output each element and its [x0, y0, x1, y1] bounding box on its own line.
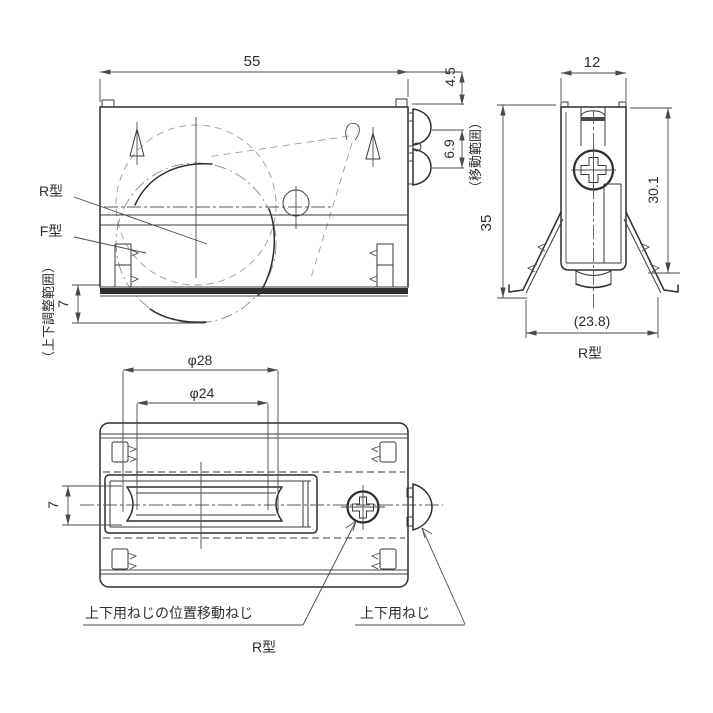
leg-right-inner	[623, 218, 662, 294]
dim-inner-height-text: 30.1	[645, 176, 661, 203]
wheel-housing	[104, 474, 318, 534]
leg-right	[625, 211, 679, 293]
clip-top-left	[111, 441, 129, 463]
clip-top-right	[379, 441, 397, 463]
f-type-label: F型	[40, 223, 63, 239]
phillips-cross-front	[580, 157, 607, 183]
wheel-arc-solid-upper	[134, 163, 213, 206]
spring-hook	[345, 122, 360, 141]
clip-bottom-left	[111, 548, 129, 570]
front-inner-panel	[603, 183, 622, 263]
screw-pivot-circle	[412, 142, 422, 152]
clip-top-right-barbs	[370, 445, 381, 463]
f-type-leader	[73, 236, 147, 254]
wheel-end-left	[126, 486, 134, 522]
phillips-crosshair-top	[341, 485, 385, 530]
front-wheel-sides	[575, 270, 612, 284]
screw-shaft-ticks	[408, 112, 413, 185]
front-wheel-top-arc	[575, 270, 612, 276]
screw-slot-band	[581, 117, 605, 121]
screw-slot-sides	[580, 107, 606, 146]
wheel-tread-outer	[126, 486, 283, 522]
clip-right-barbs	[368, 249, 378, 283]
front-body-outline	[560, 106, 627, 271]
clip-bottom-right	[379, 548, 397, 570]
side-view: 55 4.5 6.9 7 R型 F型 （上下調整範囲）	[39, 53, 465, 364]
wheel-tread-inner	[136, 492, 276, 516]
screw-head-lower	[412, 148, 432, 186]
dim-body-width-text: 12	[584, 54, 601, 71]
top-view-caption: R型	[252, 639, 276, 655]
move-range-note: （移動範囲）	[468, 116, 483, 194]
spring-wire-b	[310, 142, 353, 279]
clip-bottom-left-barbs	[127, 552, 138, 570]
phi24-extensions	[136, 404, 269, 510]
wheel-housing-inner	[109, 480, 311, 528]
top-right-tab	[395, 98, 408, 107]
wheel-arc-solid-bottom	[149, 308, 207, 323]
leg-left-inner	[525, 218, 564, 294]
dim-screw-offset-text: 4.5	[442, 67, 458, 87]
clip-bottom-right-barbs	[370, 552, 381, 570]
front-corner-tabs	[560, 101, 627, 107]
dim35-extensions	[497, 104, 556, 299]
clip-top-left-barbs	[127, 445, 138, 463]
dim-inner-diameter-text: φ24	[190, 385, 215, 401]
updown-screw-leader	[421, 527, 466, 625]
updown-screw-arrowhead	[421, 527, 433, 539]
dim-overall-height-text: 35	[478, 215, 495, 232]
dim-outer-diameter-text: φ28	[188, 352, 213, 368]
dim-overall-width-text: 55	[244, 53, 261, 70]
screw-slot-arc	[580, 110, 606, 117]
dim-foot-span-text: (23.8)	[574, 313, 611, 329]
dim69-extensions	[432, 129, 464, 169]
r-type-label: R型	[39, 183, 63, 199]
screw-head-upper	[412, 108, 432, 146]
phillips-cross-top	[352, 496, 374, 519]
clip-left-barbs	[130, 249, 140, 283]
leg-left-teeth	[527, 242, 548, 273]
front-view: 12 35 30.1 (23.8) （移動範囲） R型	[468, 54, 680, 361]
dim-wheel-width-text: 7	[45, 501, 61, 509]
position-screw-label: 上下用ねじの位置移動ねじ	[85, 605, 253, 621]
front-wheel-bottom-arc	[575, 283, 612, 289]
dim301-extensions	[630, 107, 680, 274]
dome-screw-head	[412, 483, 433, 531]
dim-screw-pitch-text: 6.9	[441, 139, 457, 159]
r-type-leader	[73, 196, 208, 245]
wheel-end-right	[275, 486, 283, 522]
phi28-extensions	[122, 371, 279, 512]
dim7top-extensions	[62, 485, 122, 526]
dim-adjust-travel-text: 7	[55, 300, 71, 308]
leg-left	[508, 211, 562, 293]
top-left-tab	[101, 99, 115, 107]
top-view: φ28 φ24 7 上下用ねじの位置移動ねじ 上下用ねじ R型	[45, 352, 466, 655]
position-screw-arrowhead	[345, 520, 357, 532]
dim55-extensions	[99, 79, 409, 102]
updown-screw-label: 上下用ねじ	[360, 605, 430, 621]
dim12-extensions	[560, 78, 627, 101]
adjust-range-note: （上下調整範囲）	[41, 260, 56, 364]
spring-wire-a	[206, 135, 350, 158]
bottom-plate	[100, 288, 408, 294]
position-screw-leader	[302, 520, 357, 626]
front-view-caption: R型	[578, 345, 602, 361]
leg-right-teeth	[639, 242, 660, 273]
